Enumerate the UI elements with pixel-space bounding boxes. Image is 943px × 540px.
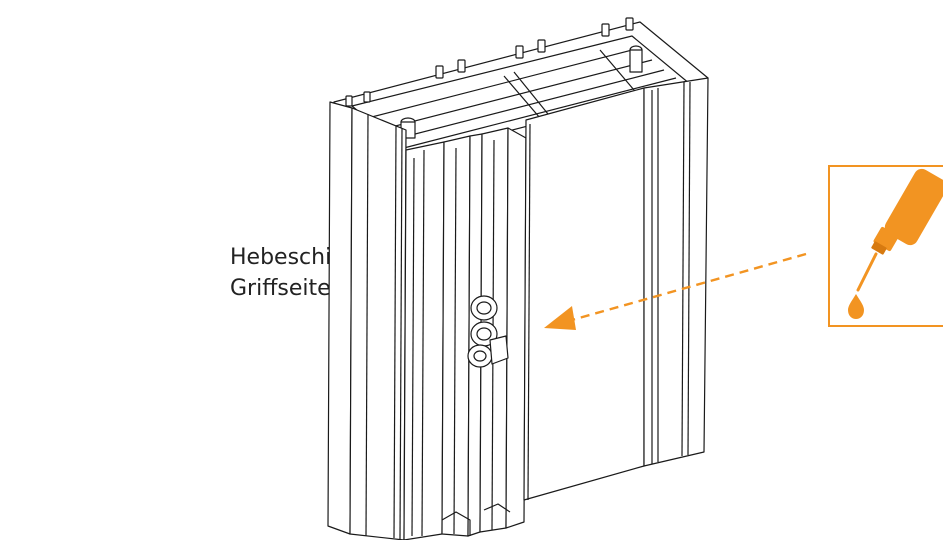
caption-line-2: Griffseite — [230, 276, 331, 301]
lubricant-icon-box — [828, 165, 943, 327]
oil-bottle-icon — [848, 168, 943, 319]
profile-left-post — [327, 101, 407, 540]
profile-center-panel — [523, 87, 645, 501]
profile-top-frame — [329, 17, 709, 177]
profile-center-rails — [403, 127, 527, 540]
dashed-arrow-icon — [544, 252, 807, 330]
profile-right-post — [643, 77, 709, 467]
door-profile-illustration — [327, 17, 709, 540]
handle-mechanism — [467, 295, 509, 368]
